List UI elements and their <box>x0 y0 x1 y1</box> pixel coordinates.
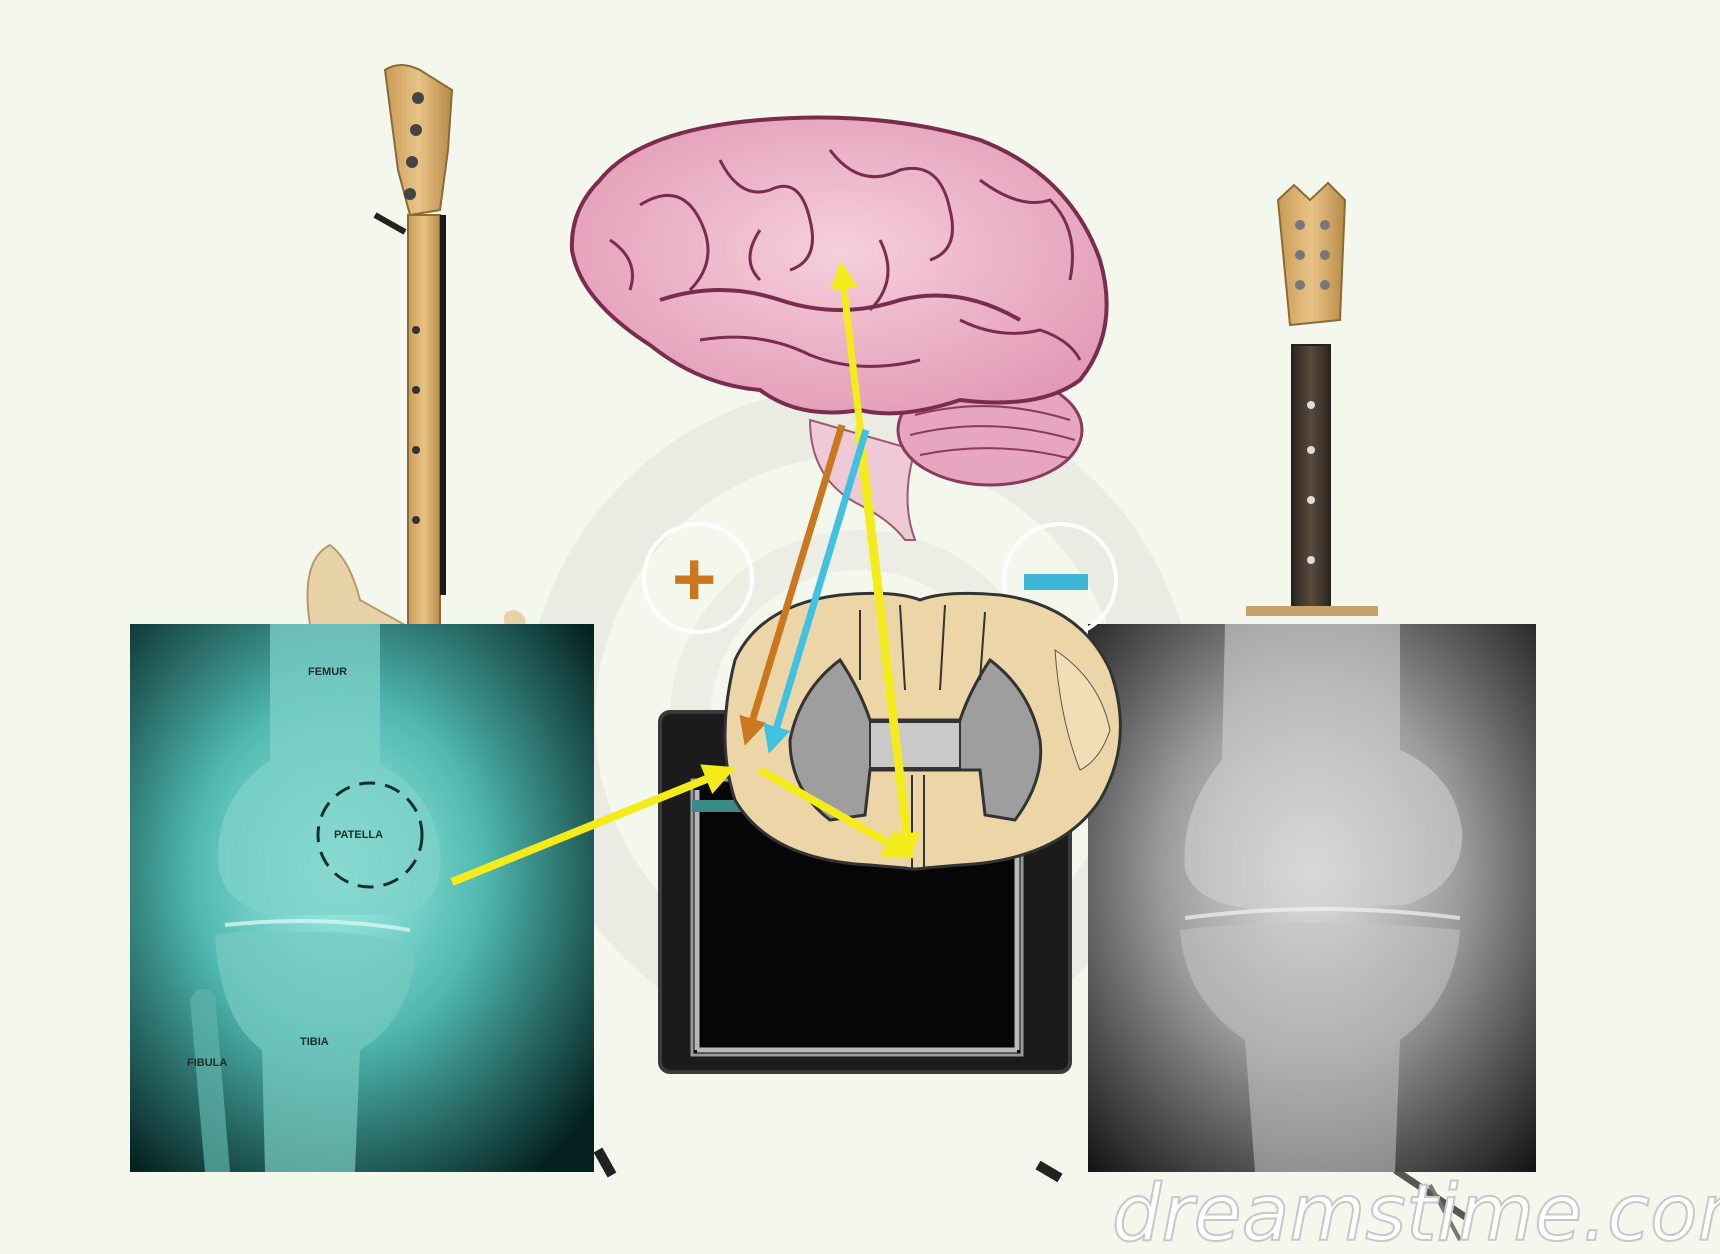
right-knee-xray <box>1088 624 1536 1172</box>
spinal-cord-cross-section <box>725 593 1120 870</box>
femur-label: FEMUR <box>308 666 347 678</box>
watermark-logo: dreamstime.com <box>1112 1169 1720 1254</box>
plus-sign: + <box>672 537 716 622</box>
guitar-neck-icon <box>1246 183 1378 616</box>
left-knee-xray: FEMUR PATELLA TIBIA FIBULA <box>130 624 594 1172</box>
fibula-label: FIBULA <box>187 1057 227 1069</box>
tibia-label: TIBIA <box>300 1036 329 1048</box>
electric-guitar-icon <box>308 65 526 625</box>
patella-label: PATELLA <box>334 829 383 841</box>
minus-sign <box>1024 574 1088 590</box>
